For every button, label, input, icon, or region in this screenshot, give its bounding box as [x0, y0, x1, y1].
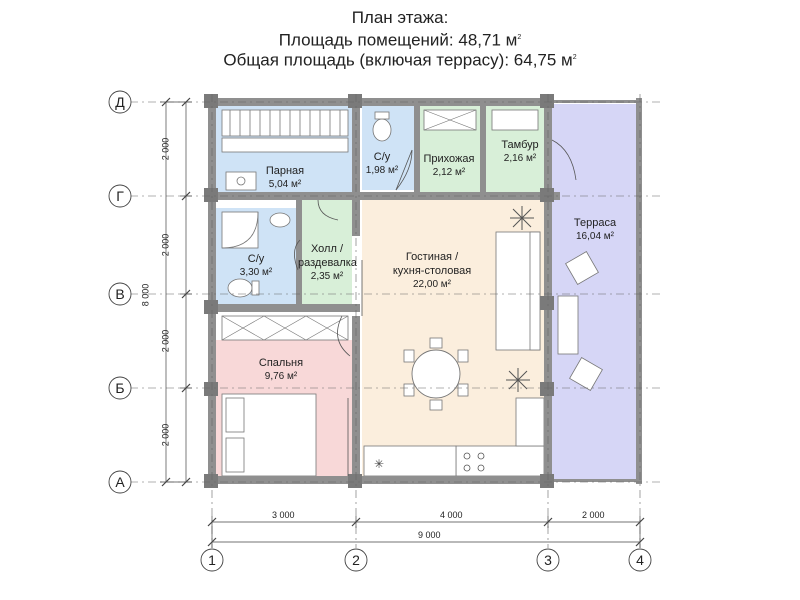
dim-v-4: 2 000 — [160, 423, 171, 447]
axis-row-a: А — [115, 474, 125, 490]
room-entrance: Прихожая 2,12 м² — [418, 152, 480, 180]
room-bathroom-top: С/у 1,98 м² — [362, 150, 402, 178]
axis-col-1: 1 — [208, 552, 216, 568]
room-name-line1: Холл / — [310, 243, 344, 255]
toilet-left-tank — [251, 280, 260, 296]
terrace-fill — [550, 104, 640, 480]
plant-icon — [506, 206, 534, 392]
dim-v-1: 2 000 — [160, 137, 171, 161]
axis-lines — [130, 94, 660, 548]
dim-v-total: 8 000 — [140, 283, 151, 307]
doors — [294, 139, 577, 476]
dining-table — [411, 349, 461, 399]
title-line-1: План этажа: — [351, 8, 449, 27]
title-rooms-area: Площадь помещений: 48,71 м2 — [0, 28, 800, 51]
room-name: Тамбур — [501, 139, 539, 151]
wardrobe-x — [221, 315, 265, 341]
sauna-stove-circle — [236, 176, 246, 186]
room-name-line1: Гостиная / — [405, 251, 459, 263]
sup-3: 2 — [572, 54, 577, 61]
room-name-line2: кухня-столовая — [392, 265, 472, 277]
sauna-bench — [221, 109, 349, 153]
axis-row-g: Г — [116, 188, 124, 204]
sink-left — [269, 212, 291, 228]
dim-h-total: 9 000 — [418, 530, 441, 540]
axis-row-v: В — [115, 286, 125, 302]
room-area: 22,00 м² — [412, 279, 451, 290]
room-name-line2: раздевалка — [298, 257, 357, 269]
room-bathroom-left: С/у 3,30 м² — [226, 252, 286, 280]
room-name: С/у — [247, 253, 265, 265]
room-area: 9,76 м² — [264, 371, 298, 382]
room-area: 3,30 м² — [239, 267, 273, 278]
axis-bubbles — [108, 90, 652, 572]
dim-v-2: 2 000 — [160, 233, 171, 257]
wardrobe-line — [423, 109, 477, 131]
log-corners — [204, 94, 554, 488]
vestibule-shelf — [491, 109, 539, 131]
axis-row-d: Д — [115, 94, 125, 110]
room-name: Спальня — [258, 357, 304, 369]
kitchen-counter — [363, 397, 545, 477]
wardrobe-x — [305, 315, 349, 341]
room-area: 1,98 м² — [365, 165, 399, 176]
dim-h-2: 4 000 — [440, 510, 463, 520]
room-area: 16,04 м² — [575, 231, 614, 242]
axis-row-b: Б — [115, 380, 125, 396]
sofa-back — [529, 231, 541, 351]
room-steam: Парная 5,04 м² — [250, 164, 320, 192]
room-name: Прихожая — [423, 153, 475, 165]
stove-icon — [463, 452, 485, 472]
dim-h-3: 2 000 — [582, 510, 605, 520]
shower-tray — [221, 211, 259, 249]
plan-title: План этажа: — [0, 8, 800, 28]
terrace-furniture — [557, 251, 603, 391]
dim-h-1: 3 000 — [272, 510, 295, 520]
room-area: 5,04 м² — [268, 179, 302, 190]
room-name: Парная — [265, 165, 305, 177]
room-bedroom: Спальня 9,76 м² — [246, 356, 316, 384]
room-vestibule: Тамбур 2,16 м² — [490, 138, 550, 166]
dimension-lines — [160, 101, 641, 548]
sup-2: 2 — [517, 34, 522, 41]
room-terrace: Терраса 16,04 м² — [560, 216, 630, 244]
axis-col-2: 2 — [352, 552, 360, 568]
room-living: Гостиная / кухня-столовая 22,00 м² — [372, 250, 492, 292]
sauna-stove — [225, 171, 257, 191]
axis-col-3: 3 — [544, 552, 552, 568]
title-total-area: Общая площадь (включая террасу): 64,75 м… — [0, 48, 800, 71]
toilet-top — [372, 118, 392, 142]
dim-v-3: 2 000 — [160, 329, 171, 353]
axis-col-4: 4 — [636, 552, 644, 568]
terrace-rail — [552, 98, 642, 484]
room-area: 2,12 м² — [432, 167, 466, 178]
title-line-2: Площадь помещений: 48,71 м — [278, 30, 518, 50]
dimension-ticks — [161, 97, 645, 547]
dining-chairs — [403, 337, 469, 411]
room-name: Терраса — [573, 217, 617, 229]
bed-pillow — [225, 437, 245, 473]
toilet-top-tank — [374, 111, 390, 120]
room-area: 2,35 м² — [310, 271, 344, 282]
asterisk-mark: ✳ — [374, 457, 384, 471]
title-line-3: Общая площадь (включая террасу): 64,75 м — [223, 50, 573, 70]
room-hall: Холл / раздевалка 2,35 м² — [298, 242, 357, 284]
bed-pillow — [225, 397, 245, 433]
wardrobe-x — [263, 315, 307, 341]
hall-fill — [300, 200, 352, 304]
room-name: С/у — [373, 151, 391, 163]
shower-curve — [221, 211, 259, 249]
room-area: 2,16 м² — [503, 153, 537, 164]
